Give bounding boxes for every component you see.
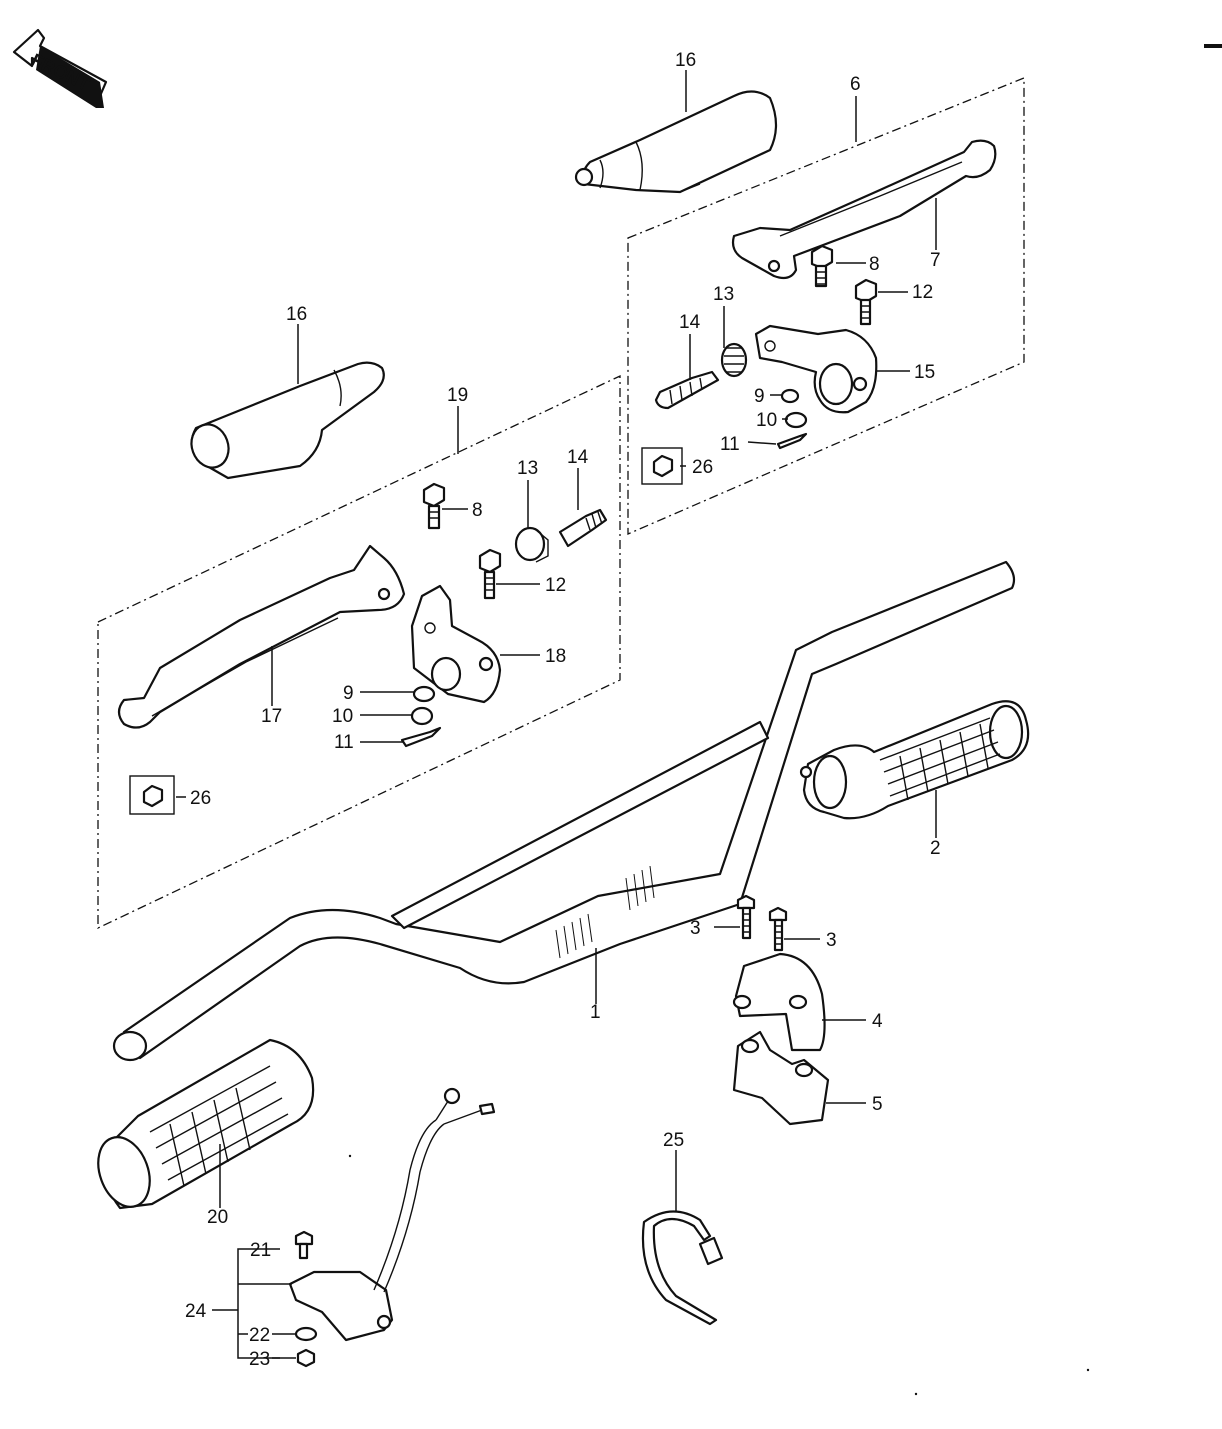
speck: [348, 1154, 352, 1158]
brake-lever-left: [117, 544, 406, 729]
front-arrow-icon: FRONT: [12, 28, 108, 108]
left-lever-assembly-boundary: [97, 374, 621, 930]
cotter-pin-right: [776, 432, 808, 450]
screw-21: [294, 1230, 314, 1260]
nut-left: [410, 706, 434, 726]
edge-mark: [1204, 44, 1222, 48]
callout-12-right: 12: [912, 282, 933, 303]
callout-numbers: 16 6 7 8 12 13 14 15 9 10 11 26 16 19 8 …: [185, 50, 941, 1370]
callout-1: 1: [590, 1002, 601, 1023]
callout-24: 24: [185, 1301, 207, 1322]
callout-6: 6: [850, 74, 861, 95]
callout-10-right: 10: [756, 410, 777, 431]
callout-8-left: 8: [472, 500, 483, 521]
callout-2: 2: [930, 838, 941, 859]
callout-17: 17: [261, 706, 282, 727]
mount-bolt-right: [854, 278, 878, 326]
callout-26-right: 26: [692, 457, 713, 478]
adjuster-bolt-right: [654, 370, 720, 410]
screw-3a: [736, 894, 756, 940]
callout-16-top: 16: [675, 50, 696, 71]
callout-23: 23: [249, 1349, 270, 1370]
speck: [914, 1392, 918, 1396]
callout-9-right: 9: [754, 386, 765, 407]
washer-22: [294, 1326, 318, 1342]
callout-10-left: 10: [332, 706, 353, 727]
cable-clamp: [641, 1210, 724, 1326]
leader-lines: [176, 70, 937, 1359]
right-lever-assembly-boundary: [627, 77, 1025, 535]
nut-26-left: [142, 784, 164, 808]
kill-switch: [288, 1087, 496, 1342]
callout-11-left: 11: [334, 732, 354, 753]
screw-3b: [768, 906, 788, 952]
callout-19: 19: [447, 385, 468, 406]
callout-13-left: 13: [517, 458, 538, 479]
callout-16-left: 16: [286, 304, 307, 325]
callout-9-left: 9: [343, 683, 354, 704]
nut-26-right: [652, 454, 674, 478]
cotter-pin-left: [400, 726, 442, 748]
throttle-housing-lower: [732, 1030, 830, 1126]
nut-right: [784, 411, 808, 429]
callout-18: 18: [545, 646, 566, 667]
lever-cover-left: [190, 361, 385, 480]
clutch-lever-right: [731, 139, 997, 280]
nut-23: [296, 1348, 316, 1368]
callout-21: 21: [250, 1240, 271, 1261]
handlebar: [112, 560, 1016, 1062]
lever-bracket-right: [754, 324, 878, 414]
washer-left: [412, 685, 436, 703]
left-grip: [97, 1038, 315, 1210]
adjuster-nut-left: [514, 526, 549, 563]
callout-14-left: 14: [567, 447, 589, 468]
callout-3b: 3: [826, 930, 837, 951]
callout-4: 4: [872, 1011, 883, 1032]
callout-22: 22: [249, 1325, 270, 1346]
speck: [1086, 1368, 1090, 1372]
washer-right: [780, 388, 800, 404]
callout-3a: 3: [690, 918, 701, 939]
throttle-grip: [799, 700, 1030, 820]
nut-box-left: [129, 775, 175, 815]
adjuster-bolt-left: [558, 508, 608, 548]
callout-8-right: 8: [869, 254, 880, 275]
callout-11-right: 11: [720, 434, 740, 455]
callout-13-right: 13: [713, 284, 734, 305]
callout-25: 25: [663, 1130, 684, 1151]
mount-bolt-left: [478, 548, 502, 600]
callout-5: 5: [872, 1094, 883, 1115]
lever-cover-right: [574, 90, 778, 194]
adjuster-nut-right: [720, 342, 748, 378]
callout-7: 7: [930, 250, 941, 271]
callout-26-left: 26: [190, 788, 211, 809]
pivot-bolt-left: [422, 482, 446, 530]
throttle-housing-upper: [732, 952, 826, 1052]
callout-12-left: 12: [545, 575, 566, 596]
callout-20: 20: [207, 1207, 228, 1228]
callout-15: 15: [914, 362, 935, 383]
callout-14-right: 14: [679, 312, 701, 333]
lever-bracket-left: [410, 584, 502, 704]
pivot-bolt-right: [810, 244, 834, 288]
